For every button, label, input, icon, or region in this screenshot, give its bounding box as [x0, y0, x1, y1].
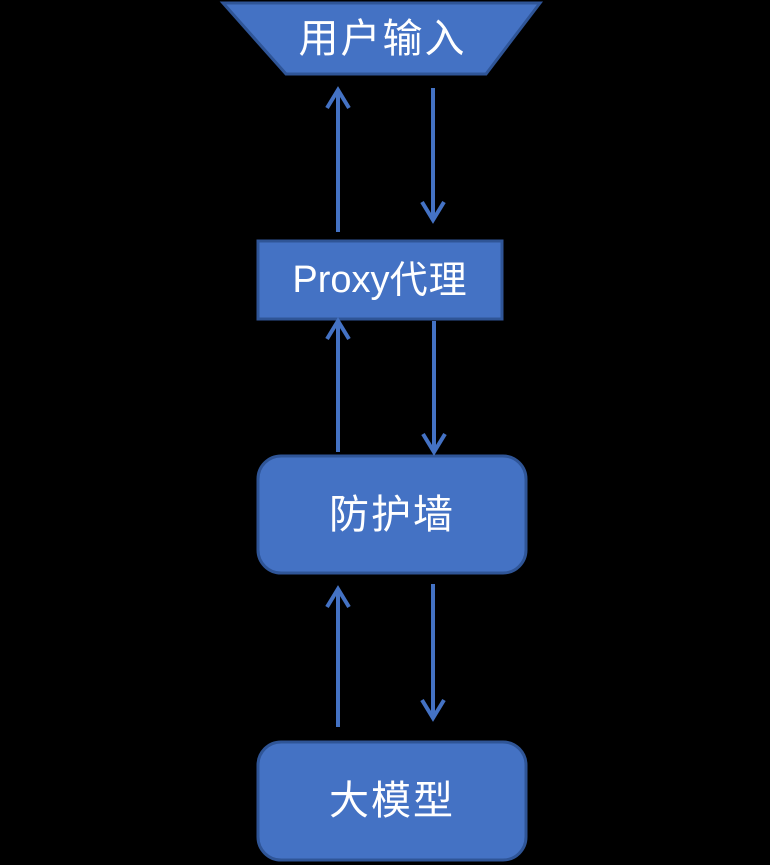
- user-input-shape: [219, 1, 544, 76]
- arrow-head-down-icon: [420, 200, 446, 224]
- proxy-shape: [256, 239, 504, 321]
- edge-proxy-to-user-up-arrow: [325, 86, 351, 232]
- edge-llm-to-firewall-up-arrow: [325, 585, 351, 727]
- edge-user-to-proxy-down-arrow: [420, 88, 446, 224]
- edge-firewall-to-llm-down-arrow: [420, 584, 446, 722]
- firewall-shape: [256, 454, 528, 575]
- edge-firewall-to-proxy-up-arrow: [325, 317, 351, 452]
- arrow-head-down-icon: [421, 432, 447, 456]
- arrow-head-up-icon: [325, 585, 351, 609]
- arrow-head-down-icon: [420, 698, 446, 722]
- arrow-head-up-icon: [325, 86, 351, 110]
- llm-shape: [256, 740, 528, 862]
- arrow-head-up-icon: [325, 317, 351, 341]
- edge-proxy-to-firewall-down-arrow: [421, 321, 447, 456]
